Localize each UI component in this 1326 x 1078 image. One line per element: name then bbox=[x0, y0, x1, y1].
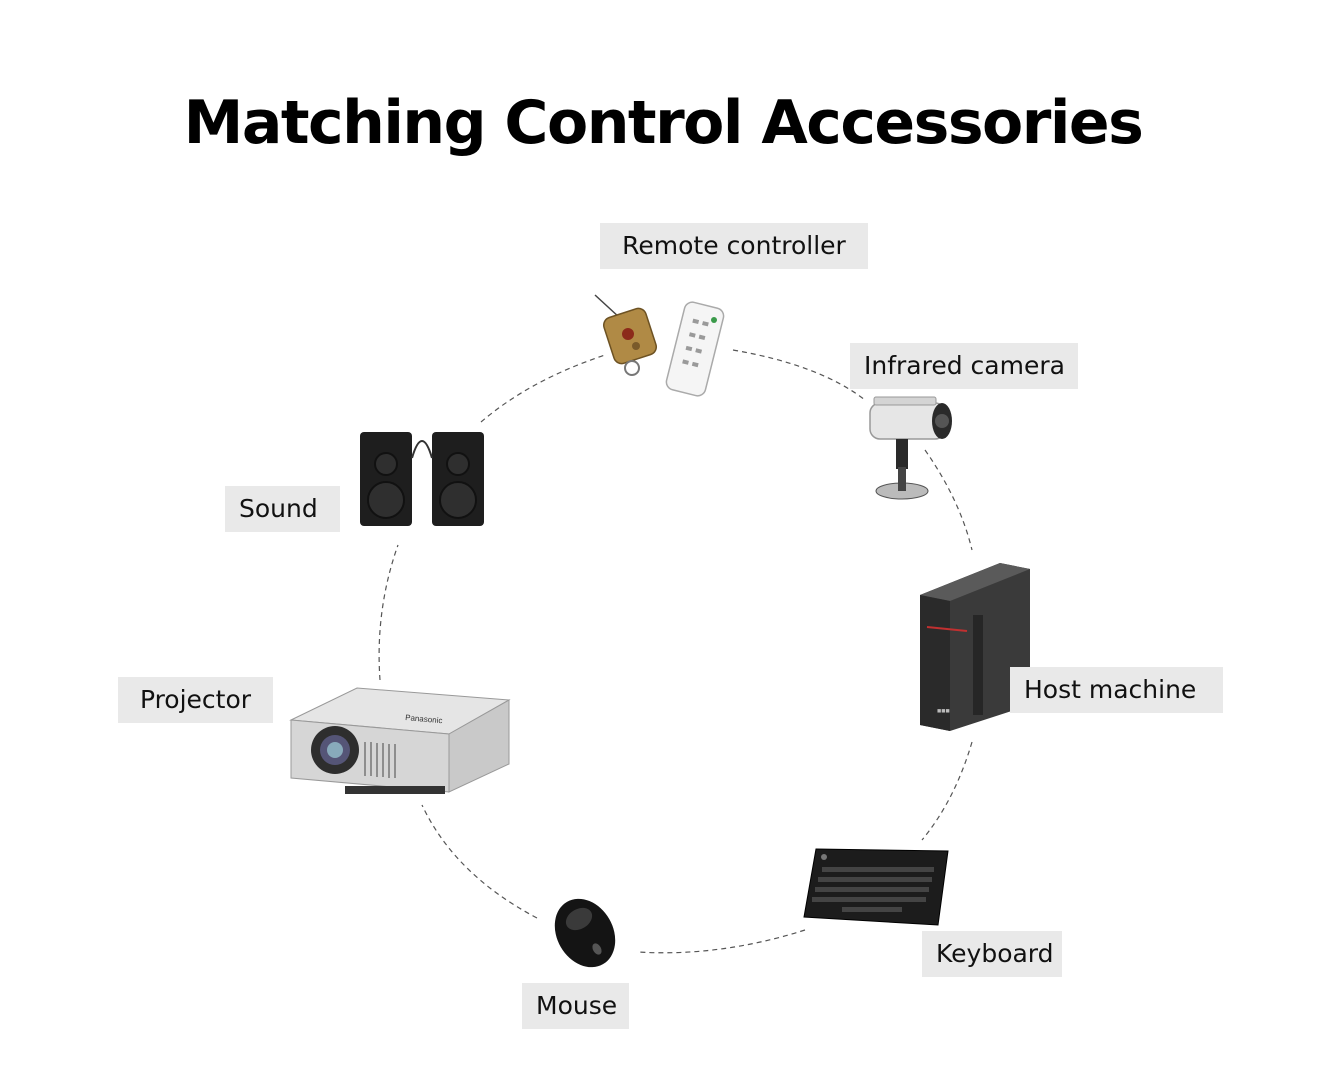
ring-arc-keyboard-mouse bbox=[637, 929, 806, 954]
projector-brand: Panasonic bbox=[405, 713, 443, 725]
label-host-machine: Host machine bbox=[1010, 667, 1223, 713]
ring-arc-camera-host bbox=[924, 449, 973, 551]
label-remote-controller: Remote controller bbox=[600, 223, 868, 269]
infrared-camera-icon bbox=[869, 396, 952, 500]
ring-arc-host-keyboard bbox=[921, 741, 973, 841]
label-sound: Sound bbox=[225, 486, 340, 532]
host-machine-icon: ■■■ bbox=[920, 563, 1030, 731]
ring-arc-remote-camera bbox=[732, 349, 866, 401]
projector-icon: Panasonic bbox=[289, 687, 511, 794]
label-keyboard: Keyboard bbox=[922, 931, 1062, 977]
ring-arc-projector-sound bbox=[378, 544, 399, 681]
host-badge: ■■■ bbox=[937, 708, 950, 715]
remote-controller-icon bbox=[594, 294, 725, 397]
mouse-icon bbox=[554, 898, 616, 968]
ring-arc-mouse-projector bbox=[421, 804, 538, 919]
label-projector: Projector bbox=[118, 677, 273, 723]
label-mouse: Mouse bbox=[522, 983, 629, 1029]
label-infrared-camera: Infrared camera bbox=[850, 343, 1078, 389]
page-title: Matching Control Accessories bbox=[183, 88, 1144, 158]
keyboard-icon bbox=[803, 848, 949, 926]
speaker-icon bbox=[360, 432, 484, 526]
ring-arc-sound-remote bbox=[480, 354, 606, 423]
